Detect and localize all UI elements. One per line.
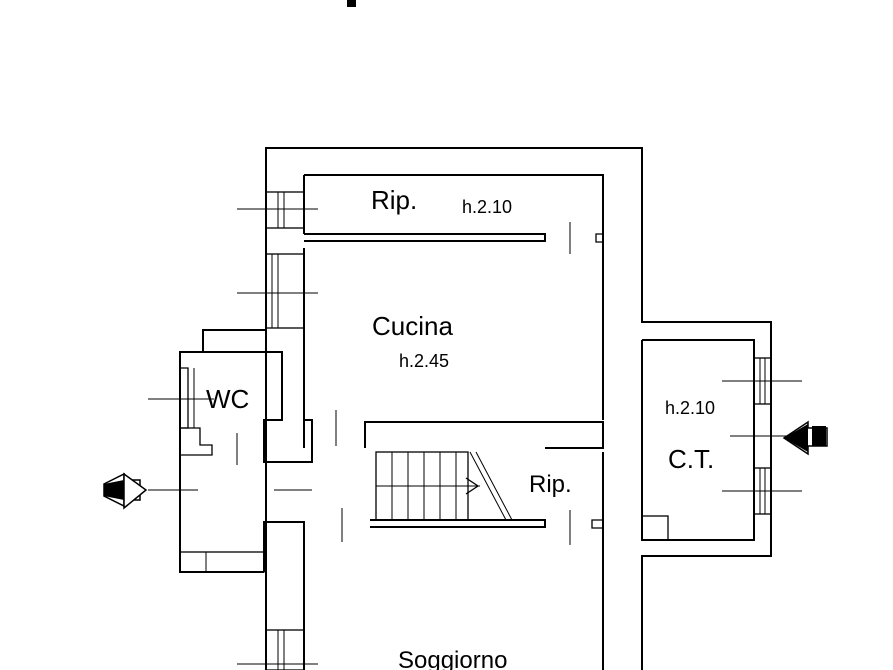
cucina-height: h.2.45 bbox=[399, 351, 449, 371]
rip-top-label: Rip. bbox=[371, 185, 417, 215]
cucina-label: Cucina bbox=[372, 311, 453, 341]
rip-top-walls bbox=[303, 175, 603, 254]
title-fragment bbox=[347, 0, 356, 7]
wc-label: WC bbox=[206, 384, 249, 414]
wc-walls bbox=[148, 351, 337, 465]
corridor-lines bbox=[148, 489, 343, 542]
rip-mid-label: Rip. bbox=[529, 471, 572, 498]
ct-details bbox=[641, 357, 802, 541]
entrance-arrow-west-icon bbox=[103, 472, 148, 510]
cucina-west-wall bbox=[237, 191, 318, 448]
stair-area bbox=[364, 421, 604, 670]
entrance-arrow-east-icon bbox=[782, 420, 828, 456]
lower-west-walls bbox=[179, 521, 318, 670]
ct-label: C.T. bbox=[668, 444, 714, 474]
ct-height: h.2.10 bbox=[665, 398, 715, 418]
rip-top-height: h.2.10 bbox=[462, 197, 512, 217]
soggiorno-label: Soggiorno bbox=[398, 647, 507, 670]
